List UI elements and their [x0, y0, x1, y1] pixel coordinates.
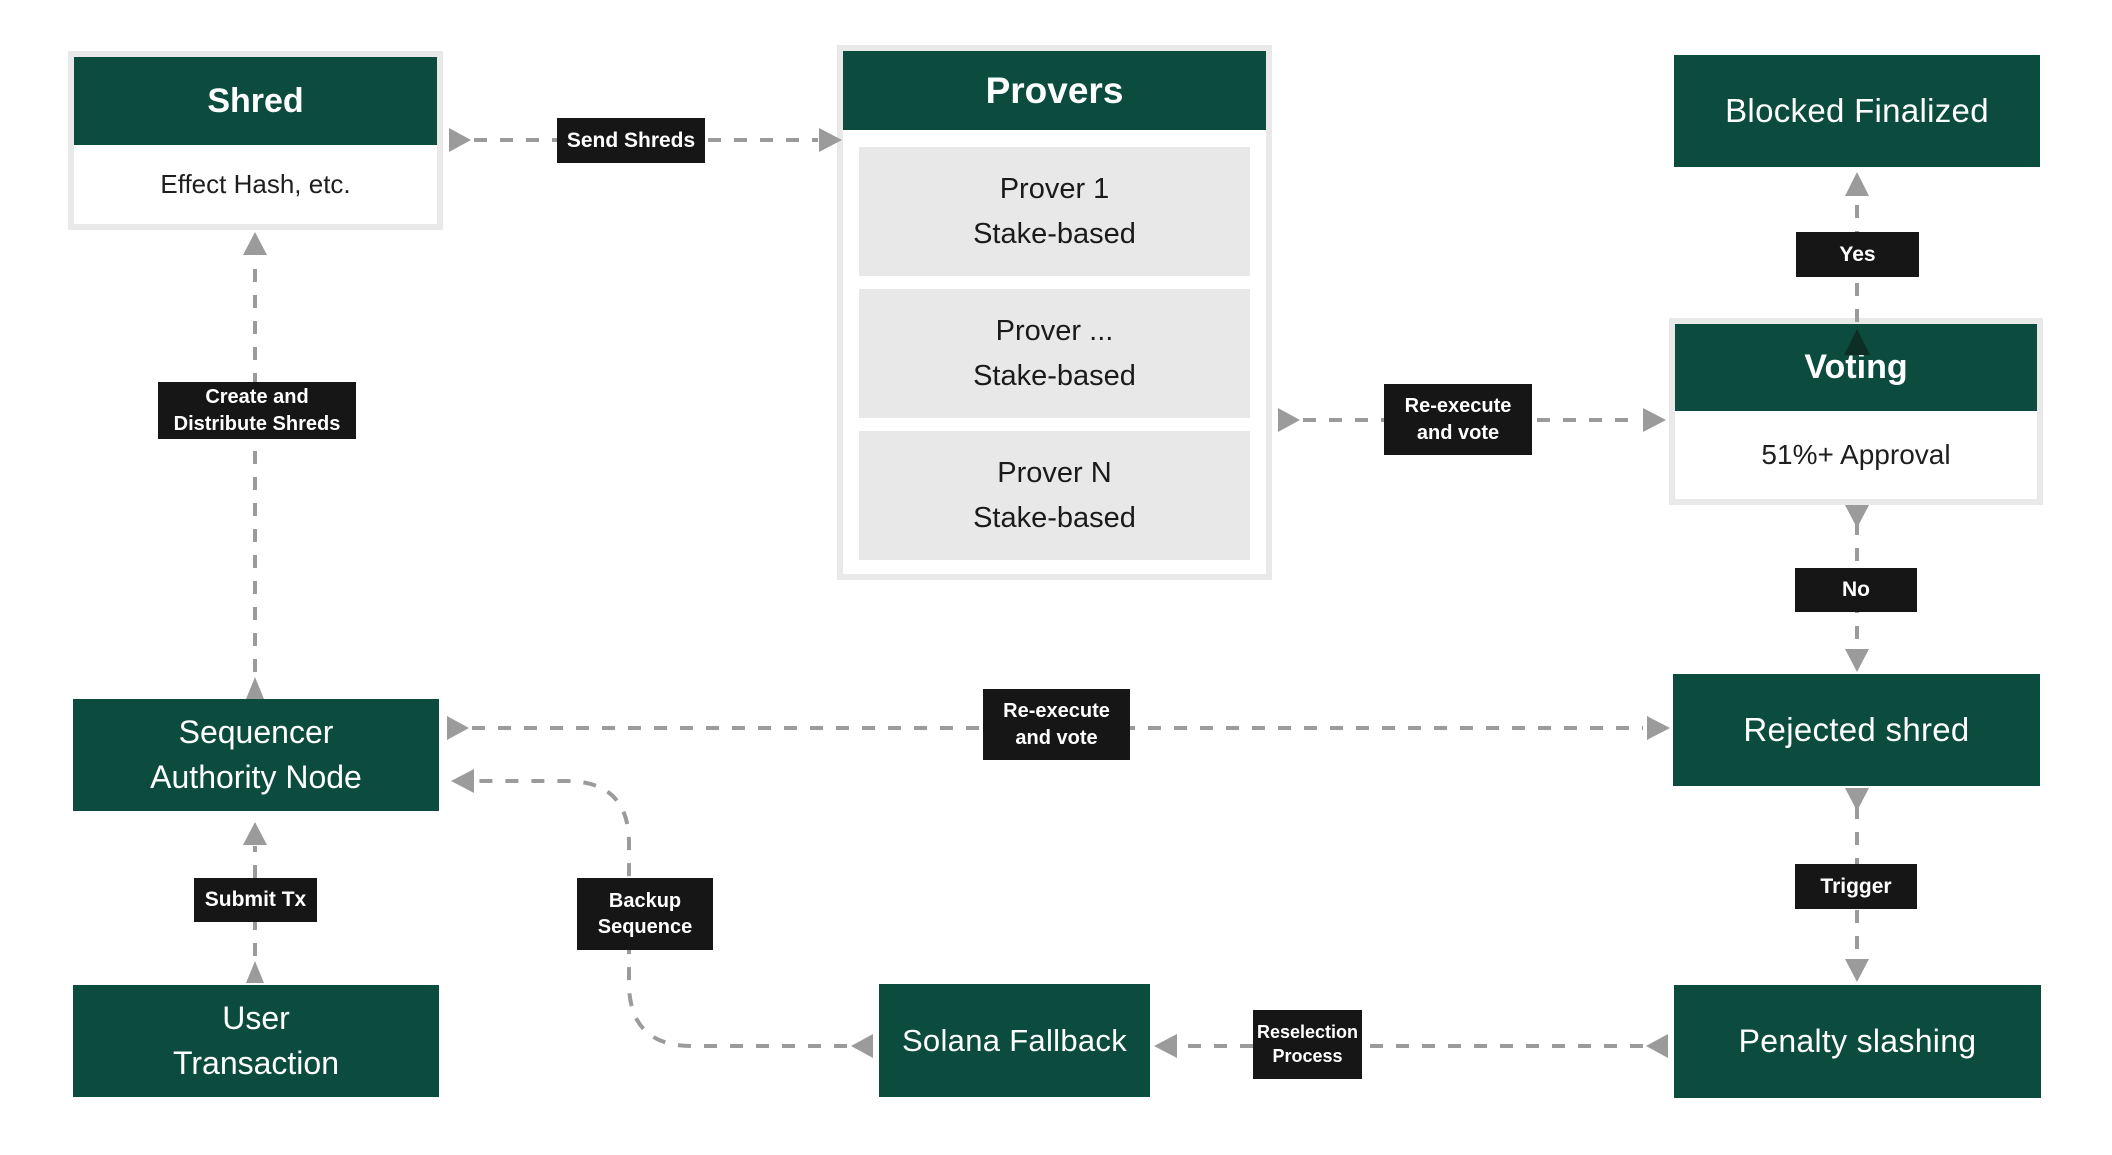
source-tick [1646, 1034, 1668, 1058]
edge-label-reexecute-provers-line2: and vote [1416, 421, 1500, 444]
source-tick [1845, 505, 1869, 528]
arrowhead [451, 769, 474, 793]
edge-label-trigger: Trigger [1795, 864, 1917, 909]
edge-label-submit-tx: Submit Tx [194, 878, 317, 922]
prover-2-name: Prover ... [995, 314, 1114, 347]
edge-label-reexecute-provers-line1: Re-execute [1404, 395, 1512, 418]
node-shred-body: Effect Hash, etc. [160, 169, 351, 199]
arrowhead [1647, 716, 1670, 740]
edge-label-send-shreds: Send Shreds [557, 118, 705, 163]
edge-label-backup-line2: Sequence [597, 916, 693, 938]
node-provers-title: Provers [843, 51, 1266, 130]
edge-label-reexecute-sequencer-line1: Re-execute [1003, 700, 1110, 723]
node-voting-body: 51%+ Approval [1761, 439, 1951, 470]
prover-item-1: Prover 1 Stake-based [859, 147, 1250, 276]
edge-label-reexecute-sequencer-line2: and vote [1015, 726, 1098, 749]
edge-label-reexecute-vote-provers: Re-execute and vote [1384, 384, 1532, 455]
prover-2-type: Stake-based [973, 359, 1136, 392]
edge-label-reselection-process: Reselection Process [1253, 1010, 1362, 1079]
arrow-sequencer-to-shred [243, 232, 267, 699]
source-tick [447, 716, 469, 740]
edge-label-reselection-line1: Reselection [1256, 1021, 1359, 1042]
arrowhead [1845, 649, 1869, 672]
arrowhead [1845, 959, 1869, 982]
edge-label-reselection-line2: Process [1272, 1045, 1343, 1066]
source-tick [246, 677, 264, 699]
edge-label-yes: Yes [1796, 232, 1919, 277]
node-shred: Shred Effect Hash, etc. [68, 51, 443, 230]
arrowhead [243, 822, 267, 845]
node-user-transaction-line1: User [222, 1000, 290, 1037]
prover-item-3: Prover N Stake-based [859, 431, 1250, 560]
edge-label-no: No [1795, 568, 1917, 612]
node-sequencer-authority: Sequencer Authority Node [73, 699, 439, 811]
node-solana-fallback-title: Solana Fallback [901, 1022, 1128, 1058]
edge-label-backup-sequence: Backup Sequence [577, 878, 713, 950]
arrowhead [1845, 172, 1869, 196]
source-tick [1278, 408, 1300, 432]
arrowhead [243, 232, 267, 255]
node-voting-title: Voting [1675, 324, 2037, 411]
node-penalty-slashing-title: Penalty slashing [1738, 1023, 1977, 1060]
edge-label-create-distribute-shreds: Create and Distribute Shreds [158, 382, 356, 439]
node-user-transaction: User Transaction [73, 985, 439, 1097]
edge-label-reexecute-vote-sequencer: Re-execute and vote [983, 689, 1130, 760]
node-rejected-shred-title: Rejected shred [1743, 710, 1970, 748]
node-provers: Provers Prover 1 Stake-based Prover ... … [837, 45, 1272, 580]
arrowhead [1643, 408, 1666, 432]
source-tick [449, 128, 471, 152]
node-user-transaction-line2: Transaction [173, 1045, 339, 1081]
node-solana-fallback: Solana Fallback [879, 984, 1150, 1097]
node-rejected-shred: Rejected shred [1673, 674, 2040, 786]
prover-item-2: Prover ... Stake-based [859, 289, 1250, 418]
edge-label-create-distribute-line1: Create and [205, 386, 309, 409]
source-tick [246, 961, 264, 983]
prover-1-name: Prover 1 [999, 172, 1110, 205]
prover-3-type: Stake-based [973, 501, 1136, 534]
prover-3-name: Prover N [997, 456, 1112, 489]
source-tick [1845, 788, 1869, 811]
provers-list: Prover 1 Stake-based Prover ... Stake-ba… [843, 130, 1266, 574]
source-tick [851, 1034, 873, 1058]
node-blocked-finalized: Blocked Finalized [1674, 55, 2040, 167]
node-shred-title: Shred [74, 57, 437, 145]
node-sequencer-line2: Authority Node [150, 759, 362, 795]
prover-1-type: Stake-based [973, 217, 1136, 250]
node-penalty-slashing: Penalty slashing [1674, 985, 2041, 1098]
node-sequencer-line1: Sequencer [178, 714, 334, 751]
edge-label-create-distribute-line2: Distribute Shreds [173, 412, 341, 435]
arrow-penalty-to-solana-fallback [1154, 1034, 1668, 1058]
edge-label-backup-line1: Backup [608, 889, 682, 912]
arrowhead [1154, 1034, 1177, 1058]
node-voting: Voting 51%+ Approval [1669, 318, 2043, 505]
node-blocked-finalized-title: Blocked Finalized [1725, 91, 1989, 129]
